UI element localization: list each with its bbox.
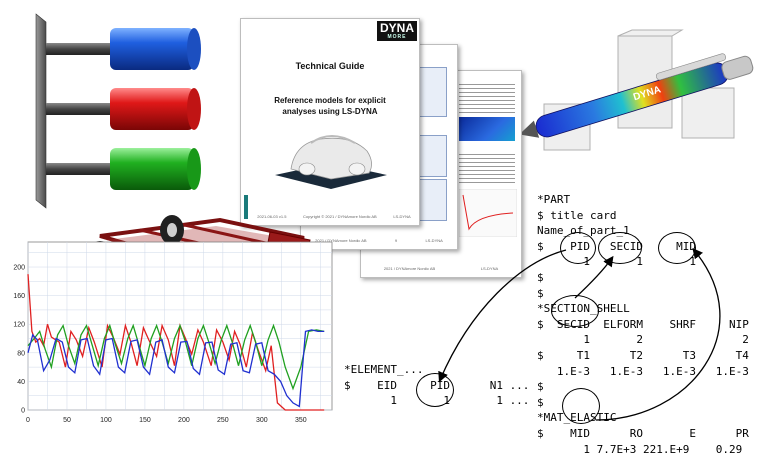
arrow-pid <box>440 250 566 380</box>
arrow-mid <box>596 250 720 420</box>
arrow-secid <box>575 258 612 298</box>
part-line: 1 7.7E+3 221.E+9 0.29 <box>537 442 749 457</box>
reference-arrows <box>0 0 768 432</box>
